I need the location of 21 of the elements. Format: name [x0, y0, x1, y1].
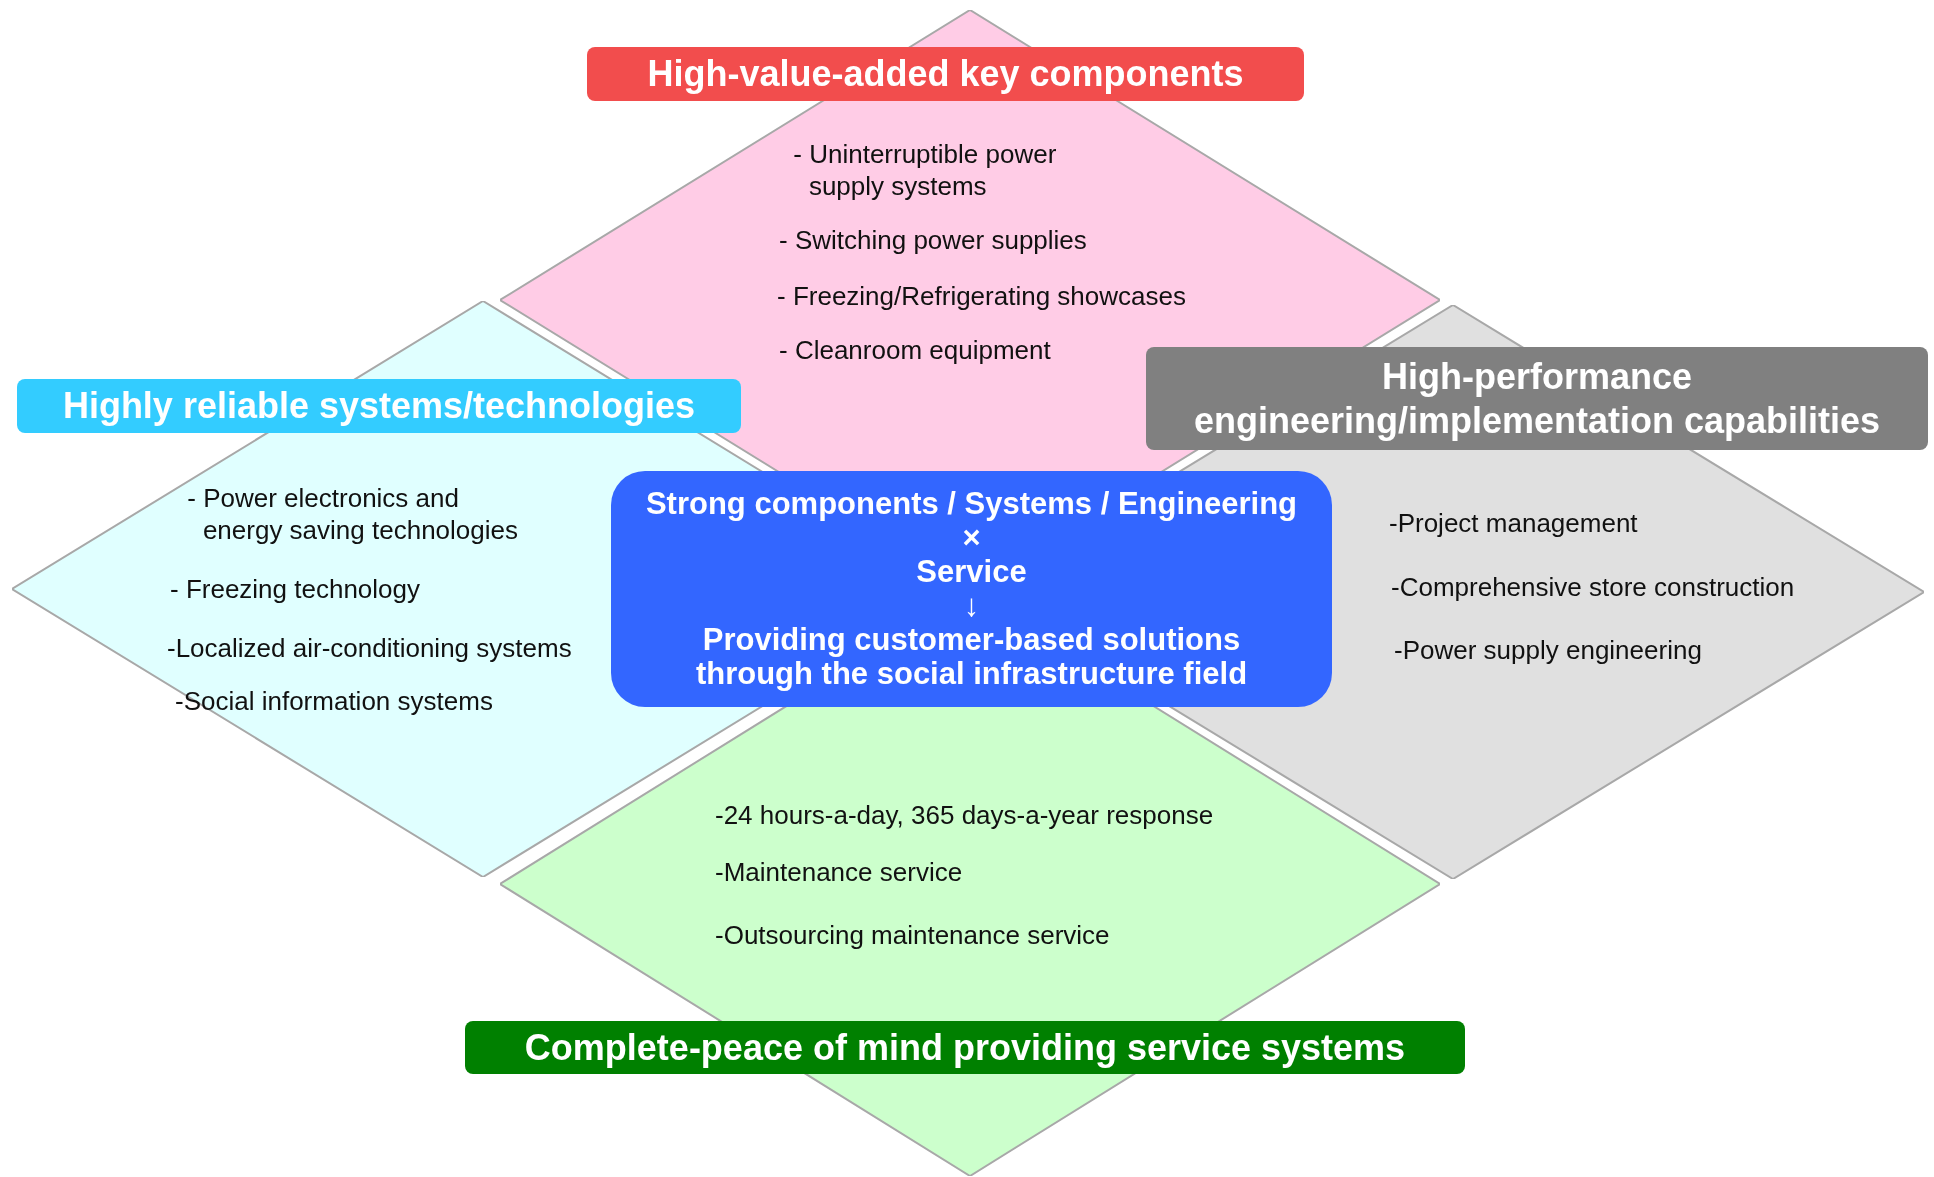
- summary-text: Strong components / Systems / Engineering: [645, 487, 1298, 521]
- summary-text: Service: [916, 555, 1027, 589]
- list-item: -Social information systems: [175, 685, 493, 717]
- list-item: -Power supply engineering: [1394, 634, 1702, 666]
- list-item: -Maintenance service: [715, 856, 963, 888]
- heading-banner: Complete-peace of mind providing service systems: [465, 1021, 1465, 1074]
- symbol-text: ↓: [963, 589, 980, 623]
- list-item: - Freezing/Refrigerating showcases: [777, 280, 1186, 312]
- list-item: - Cleanroom equipment: [779, 334, 1051, 366]
- list-item: -Comprehensive store construction: [1391, 571, 1795, 603]
- symbol-text: ×: [962, 521, 981, 555]
- list-item: - Freezing technology: [170, 573, 421, 605]
- list-item: -Localized air-conditioning systems: [167, 632, 572, 664]
- list-item: - Power electronics and energy saving technologies: [186, 482, 519, 546]
- center-panel: [611, 471, 1332, 707]
- list-item: - Switching power supplies: [779, 224, 1087, 256]
- list-item: - Uninterruptible power supply systems: [792, 138, 1058, 202]
- list-item: -Outsourcing maintenance service: [715, 919, 1110, 951]
- list-item: -Project management: [1389, 507, 1638, 539]
- list-item: -24 hours-a-day, 365 days-a-year response: [715, 799, 1214, 831]
- summary-text: Providing customer-based solutions through the social infrastructure field: [694, 623, 1249, 691]
